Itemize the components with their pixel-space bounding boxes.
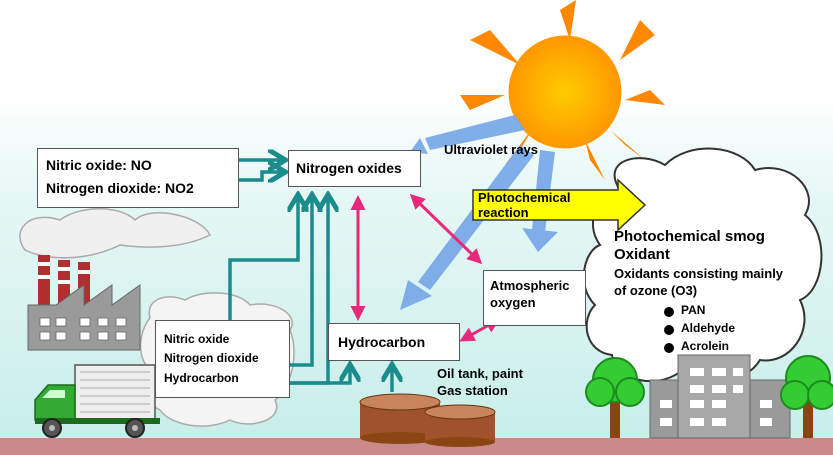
- oil-tank-label-1: Oil tank, paint: [437, 366, 523, 381]
- nitrogen-oxides-box: [288, 150, 421, 187]
- emissions-box: [155, 320, 290, 398]
- factory-icon: [27, 255, 141, 351]
- bullet-icon: [664, 343, 674, 353]
- factory-smoke: [19, 208, 212, 259]
- hydrocarbon-box: [328, 323, 460, 361]
- oil-tank-label-2: Gas station: [437, 383, 508, 398]
- emission-hydrocarbon: Hydrocarbon: [164, 371, 239, 385]
- nitrogen-dioxide-label: Nitrogen dioxide: NO2: [46, 180, 194, 196]
- bullet-icon: [664, 325, 674, 335]
- building-icon: [649, 354, 791, 439]
- hydrocarbon-label: Hydrocarbon: [338, 334, 426, 350]
- photochemical-reaction-arrow: [472, 178, 647, 232]
- smog-item-acrolein: Acrolein: [681, 339, 730, 353]
- truck-icon: [34, 364, 160, 438]
- smog-desc-2: of ozone (O3): [614, 283, 698, 298]
- emission-nitrogen-dioxide: Nitrogen dioxide: [164, 351, 259, 365]
- smog-item-pan: PAN: [681, 303, 706, 317]
- nitrogen-compounds-box: [37, 148, 239, 208]
- sun-icon: [460, 0, 665, 180]
- bullet-icon: [664, 307, 674, 317]
- oil-tank-icon: [359, 393, 496, 447]
- emission-nitric-oxide: Nitric oxide: [164, 332, 230, 346]
- smog-item-aldehyde: Aldehyde: [681, 321, 736, 335]
- tree-icon-right: [780, 355, 833, 438]
- atmospheric-oxygen-label-2: oxygen: [490, 295, 536, 310]
- photochemical-reaction-label-1: Photochemical: [478, 190, 571, 205]
- uv-rays-label: Ultraviolet rays: [444, 142, 538, 157]
- nitrogen-oxides-label: Nitrogen oxides: [296, 160, 402, 176]
- smog-title-1: Photochemical smog: [614, 228, 765, 245]
- nitric-oxide-label: Nitric oxide: NO: [46, 157, 152, 173]
- smog-desc-1: Oxidants consisting mainly: [614, 266, 784, 281]
- ground: [0, 438, 833, 455]
- tree-icon-left: [585, 357, 645, 438]
- smog-title-2: Oxidant: [614, 246, 670, 263]
- photochemical-reaction-label-2: reaction: [478, 205, 529, 220]
- atmospheric-oxygen-label-1: Atmospheric: [490, 278, 570, 293]
- atmospheric-oxygen-box: [483, 270, 586, 326]
- teal-arrows: [228, 160, 392, 392]
